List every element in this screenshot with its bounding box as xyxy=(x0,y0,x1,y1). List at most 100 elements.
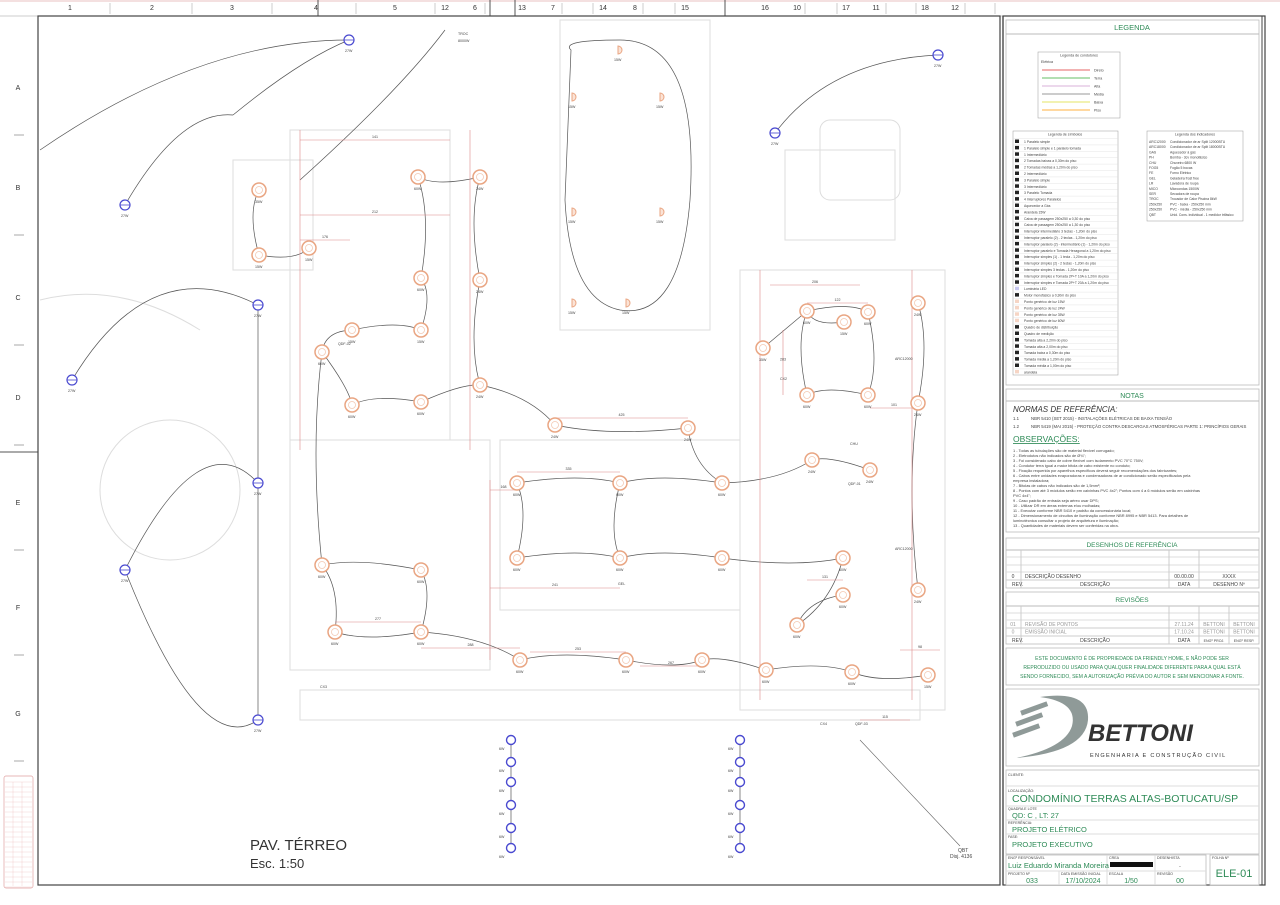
light-point[interactable]: 60W xyxy=(327,624,343,646)
wall-light[interactable]: 15W xyxy=(622,298,631,315)
lot-value: QD: C , LT: 27 xyxy=(1012,811,1059,820)
light-point[interactable]: 35W xyxy=(251,182,267,204)
dimension-value: 131 xyxy=(822,575,828,579)
light-point[interactable]: 60W xyxy=(344,397,360,419)
wall-light[interactable]: 15W xyxy=(656,207,665,224)
light-point[interactable]: 24W xyxy=(910,295,926,317)
light-point[interactable]: 24W xyxy=(910,582,926,604)
light-point[interactable]: 60W xyxy=(413,624,429,646)
led-lamp-small[interactable]: 6W xyxy=(499,776,517,794)
led-lamp-small[interactable]: 6W xyxy=(728,776,746,794)
ref-desc: DESCRIÇÃO DESENHO xyxy=(1025,573,1081,580)
legend-symbol-icon xyxy=(1015,241,1019,246)
light-point[interactable]: 24W xyxy=(472,272,488,294)
dimension-lines: 4253351682412772882532672061222831011311… xyxy=(299,130,940,721)
light-point[interactable]: 60W xyxy=(844,664,860,686)
light-point[interactable]: 60W xyxy=(835,587,851,609)
led-lamp-small[interactable]: 6W xyxy=(499,756,517,774)
led-lamp[interactable]: 27W xyxy=(769,127,781,146)
light-point[interactable]: 60W xyxy=(413,394,429,416)
light-point[interactable]: 35W xyxy=(755,340,771,362)
scale-value: 1/50 xyxy=(1124,878,1138,885)
led-lamp-small[interactable]: 6W xyxy=(728,734,746,752)
wall-light[interactable]: 15W xyxy=(568,92,577,109)
wall-light[interactable]: 15W xyxy=(656,92,665,109)
led-lamp[interactable]: 27W xyxy=(932,49,944,68)
led-lamp-small[interactable]: 6W xyxy=(728,822,746,840)
light-point[interactable]: 15W xyxy=(344,322,360,344)
light-wattage: 60W xyxy=(513,568,521,572)
circuit-wire xyxy=(473,279,481,386)
light-point[interactable]: 60W xyxy=(413,270,429,292)
led-lamp[interactable]: 27W xyxy=(252,477,264,496)
light-point[interactable]: 60W xyxy=(413,562,429,584)
light-point[interactable]: 15W xyxy=(301,240,317,262)
led-lamp[interactable]: 27W xyxy=(119,199,131,218)
light-point[interactable]: 60W xyxy=(509,475,525,497)
observation-line: 11 - Executar conforme NBR 5410 e padrão… xyxy=(1013,508,1131,513)
legend-symbol-icon xyxy=(1015,261,1019,265)
light-point[interactable]: 60W xyxy=(835,550,851,572)
light-point[interactable]: 60W xyxy=(512,652,528,674)
light-point[interactable]: 60W xyxy=(314,557,330,579)
ruler-column-label: 13 xyxy=(518,5,526,12)
legend-symbol-icon xyxy=(1015,190,1019,195)
led-lamp[interactable]: 27W xyxy=(252,299,264,318)
light-point[interactable]: 15W xyxy=(836,314,852,336)
light-point[interactable]: 60W xyxy=(714,550,730,572)
led-lamp[interactable]: 27W xyxy=(343,34,355,53)
light-point[interactable]: 60W xyxy=(314,344,330,366)
led-lamp-small[interactable]: 6W xyxy=(499,842,517,860)
light-wattage: 60W xyxy=(839,605,847,609)
led-lamp[interactable]: 27W xyxy=(66,374,78,393)
legend-symbol-icon xyxy=(1015,165,1019,169)
light-point[interactable]: 60W xyxy=(618,652,634,674)
led-lamp-small[interactable]: 6W xyxy=(728,842,746,860)
light-point[interactable]: 60W xyxy=(714,475,730,497)
light-point[interactable]: 24W xyxy=(680,420,696,442)
rev-header-date: DATA xyxy=(1178,638,1191,644)
wall-light[interactable]: 15W xyxy=(614,45,623,62)
light-point[interactable]: 60W xyxy=(860,304,876,326)
light-point[interactable]: 60W xyxy=(789,617,805,639)
light-point[interactable]: 60W xyxy=(612,475,628,497)
wall-light[interactable]: 15W xyxy=(568,298,577,315)
ruler-column-label: 6 xyxy=(473,5,477,12)
light-point[interactable]: 15W xyxy=(920,667,936,689)
light-point[interactable]: 60W xyxy=(860,387,876,409)
light-point[interactable]: 24W xyxy=(804,452,820,474)
light-point[interactable]: 24W xyxy=(547,417,563,439)
circuit-wire xyxy=(124,569,259,728)
light-point[interactable]: 60W xyxy=(509,550,525,572)
led-lamp-small[interactable]: 6W xyxy=(499,822,517,840)
light-point[interactable]: 24W xyxy=(472,377,488,399)
light-point[interactable]: 24W xyxy=(910,395,926,417)
light-point[interactable]: 15W xyxy=(413,322,429,344)
led-lamp-small[interactable]: 6W xyxy=(728,756,746,774)
company-logo: BETTONI ENGENHARIA E CONSTRUÇÃO CIVIL xyxy=(1005,688,1260,767)
led-lamp-small[interactable]: 6W xyxy=(499,799,517,817)
circuit-wire xyxy=(299,29,446,181)
light-point[interactable]: 24W xyxy=(472,169,488,191)
light-point[interactable]: 15W xyxy=(251,247,267,269)
light-point[interactable]: 60W xyxy=(694,652,710,674)
light-point[interactable]: 60W xyxy=(758,662,774,684)
light-wattage: 60W xyxy=(839,568,847,572)
led-lamp-small[interactable]: 6W xyxy=(499,734,517,752)
light-point[interactable]: 24W xyxy=(862,462,878,484)
light-wattage: 24W xyxy=(866,480,874,484)
light-point[interactable]: 60W xyxy=(799,303,815,325)
led-lamp[interactable]: 27W xyxy=(119,564,131,583)
light-point[interactable]: 60W xyxy=(410,169,426,191)
light-point[interactable]: 60W xyxy=(799,387,815,409)
led-lamp-small[interactable]: 6W xyxy=(728,799,746,817)
circuit-wire xyxy=(124,114,234,206)
circuit-wire xyxy=(554,424,689,432)
led-lamp[interactable]: 27W xyxy=(252,714,264,733)
conversion-table xyxy=(3,775,34,889)
light-point[interactable]: 60W xyxy=(612,550,628,572)
ruler-column-label: 10 xyxy=(793,5,801,12)
wall-light-wattage: 15W xyxy=(614,58,622,62)
wall-light[interactable]: 15W xyxy=(568,207,577,224)
